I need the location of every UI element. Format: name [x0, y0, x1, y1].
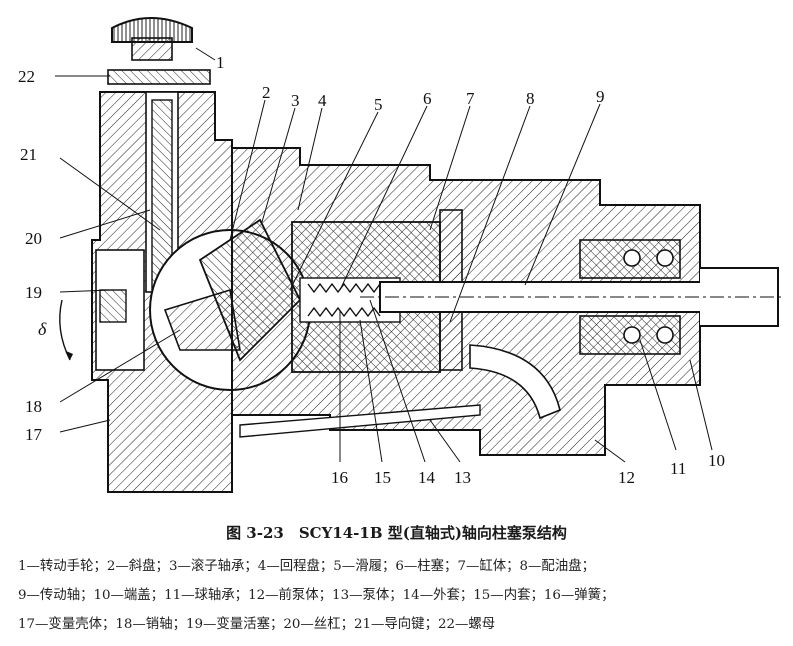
- callout-1: 1: [216, 53, 225, 72]
- callout-3: 3: [291, 91, 300, 110]
- callout-21: 21: [20, 145, 37, 164]
- callout-8: 8: [526, 89, 535, 108]
- legend-line: 9—传动轴；10—端盖；11—球轴承；12—前泵体；13—泵体；14—外套；15…: [18, 588, 615, 603]
- callout-19: 19: [25, 283, 42, 302]
- oil-passage-part: [239, 344, 561, 438]
- legend-line: 1—转动手轮；2—斜盘；3—滚子轴承；4—回程盘；5—滑履；6—柱塞；7—缸体；…: [18, 559, 595, 574]
- callout-10: 10: [708, 451, 725, 470]
- callout-5: 5: [374, 95, 383, 114]
- callout-16: 16: [331, 468, 348, 487]
- callout-4: 4: [318, 91, 327, 110]
- angle-delta-label: δ: [38, 319, 47, 339]
- pump-cross-section-drawing: δ 1 2 3 4 5 6 7 8 9 10 11 12 13 14 15 16: [18, 17, 785, 493]
- callout-13: 13: [454, 468, 471, 487]
- callout-14: 14: [418, 468, 436, 487]
- callout-labels: 1 2 3 4 5 6 7 8 9 10 11 12 13 14 15 16 1…: [18, 47, 725, 487]
- parts-legend: 1—转动手轮；2—斜盘；3—滚子轴承；4—回程盘；5—滑履；6—柱塞；7—缸体；…: [18, 552, 780, 639]
- callout-7: 7: [466, 89, 475, 108]
- callout-17: 17: [25, 425, 43, 444]
- nut-part: [107, 69, 211, 85]
- callout-12: 12: [618, 468, 635, 487]
- callout-18: 18: [25, 397, 42, 416]
- ball-bearing-part: [579, 239, 681, 355]
- angle-indicator: δ: [38, 299, 73, 361]
- callout-20: 20: [25, 229, 42, 248]
- handwheel-part: [111, 17, 193, 61]
- callout-11: 11: [670, 459, 686, 478]
- callout-9: 9: [596, 87, 605, 106]
- callout-22: 22: [18, 67, 35, 86]
- legend-line: 17—变量壳体；18—销轴；19—变量活塞；20—丝杠；21—导向键；22—螺母: [18, 617, 496, 632]
- callout-15: 15: [374, 468, 391, 487]
- drive-shaft-part: [360, 267, 785, 327]
- callout-2: 2: [262, 83, 271, 102]
- figure-caption: 图 3-23 SCY14-1B 型(直轴式)轴向柱塞泵结构: [226, 524, 567, 542]
- callout-6: 6: [423, 89, 432, 108]
